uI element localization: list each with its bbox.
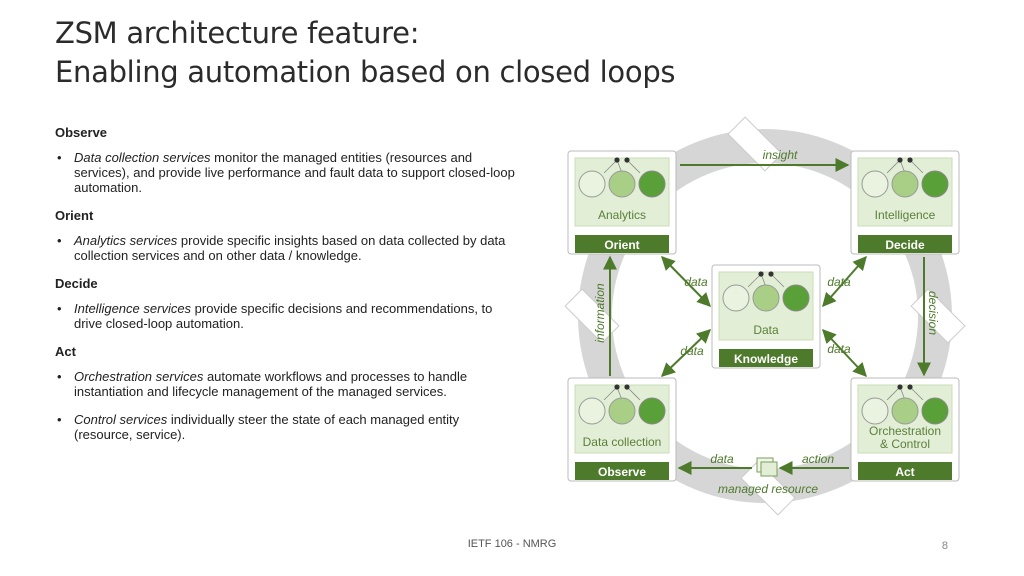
data-arrow-observe-knowledge: [660, 329, 712, 377]
section-decide: Decide Intelligence services provide spe…: [55, 276, 515, 331]
orient-box: Analytics Orient: [567, 150, 677, 255]
decision-label: decision: [926, 291, 940, 335]
bullet-data-collection: Data collection services monitor the man…: [55, 150, 515, 195]
data-label-bottom: data: [710, 452, 734, 466]
bullet-intelligence: Intelligence services provide specific d…: [55, 301, 515, 331]
bullet-text: provide specific decisions and recommend…: [74, 301, 493, 331]
closed-loop-diagram: Analytics Orient Intelligence Decide Dat…: [564, 116, 966, 516]
observe-box: Data collection Observe: [567, 377, 677, 482]
information-label: information: [593, 283, 607, 343]
decide-label: Decide: [885, 238, 925, 252]
control-service-label: & Control: [880, 437, 930, 451]
bullet-term: Analytics services: [74, 233, 178, 248]
bullet-orchestration: Orchestration services automate workflow…: [55, 369, 515, 399]
data-service-label: Data: [753, 323, 779, 337]
bullet-text: monitor the managed entities (resources …: [74, 150, 515, 195]
data-label-bottom-left: data: [680, 344, 704, 358]
insight-label: insight: [763, 148, 798, 162]
section-heading-observe: Observe: [55, 125, 108, 140]
bullet-term: Orchestration services: [74, 369, 204, 384]
data-arrow-orient-knowledge: [661, 255, 711, 308]
section-act: Act Orchestration services automate work…: [55, 344, 515, 442]
description-panel: Observe Data collection services monitor…: [55, 125, 515, 455]
section-observe: Observe Data collection services monitor…: [55, 125, 515, 195]
act-label: Act: [895, 465, 914, 479]
bullet-analytics: Analytics services provide specific insi…: [55, 233, 515, 263]
footer: IETF 106 - NMRG: [467, 538, 557, 550]
decide-box: Intelligence Decide: [850, 150, 960, 255]
bullet-term: Control services: [74, 412, 168, 427]
data-arrow-decide-knowledge: [822, 255, 867, 308]
section-heading-orient: Orient: [55, 208, 94, 223]
data-label-bottom-right: data: [827, 342, 851, 356]
bullet-text: provide specific insights based on data …: [74, 233, 506, 263]
orchestration-service-label: Orchestration: [869, 424, 941, 438]
action-label: action: [802, 452, 834, 466]
orient-label: Orient: [604, 238, 639, 252]
slide-title: ZSM architecture feature: Enabling autom…: [55, 14, 676, 92]
act-box: Orchestration & Control Act: [850, 377, 960, 482]
data-arrow-act-knowledge: [822, 328, 867, 378]
analytics-service-label: Analytics: [598, 208, 646, 222]
data-label-top-left: data: [684, 275, 708, 289]
bullet-control: Control services individually steer the …: [55, 412, 515, 442]
section-orient: Orient Analytics services provide specif…: [55, 208, 515, 263]
slide-title-line-1: ZSM architecture feature:: [55, 16, 420, 50]
section-heading-decide: Decide: [55, 276, 98, 291]
bullet-term: Data collection services: [74, 150, 211, 165]
bullet-text: individually steer the state of each man…: [74, 412, 460, 442]
observe-label: Observe: [598, 465, 646, 479]
data-label-top-right: data: [827, 275, 851, 289]
slide-title-line-2: Enabling automation based on closed loop…: [55, 55, 676, 89]
intelligence-service-label: Intelligence: [875, 208, 936, 222]
ring-separator-bottom: [740, 460, 796, 516]
data-collection-service-label: Data collection: [583, 435, 662, 449]
managed-resource-label: managed resource: [718, 482, 818, 496]
knowledge-box: Data Knowledge: [711, 264, 821, 369]
bullet-term: Intelligence services: [74, 301, 192, 316]
ring-separator-top: [727, 116, 783, 172]
bullet-text: automate workflows and processes to hand…: [74, 369, 468, 399]
section-heading-act: Act: [55, 344, 76, 359]
knowledge-label: Knowledge: [734, 352, 798, 366]
managed-resource-icon: [756, 457, 778, 477]
page-number: 8: [941, 540, 948, 552]
